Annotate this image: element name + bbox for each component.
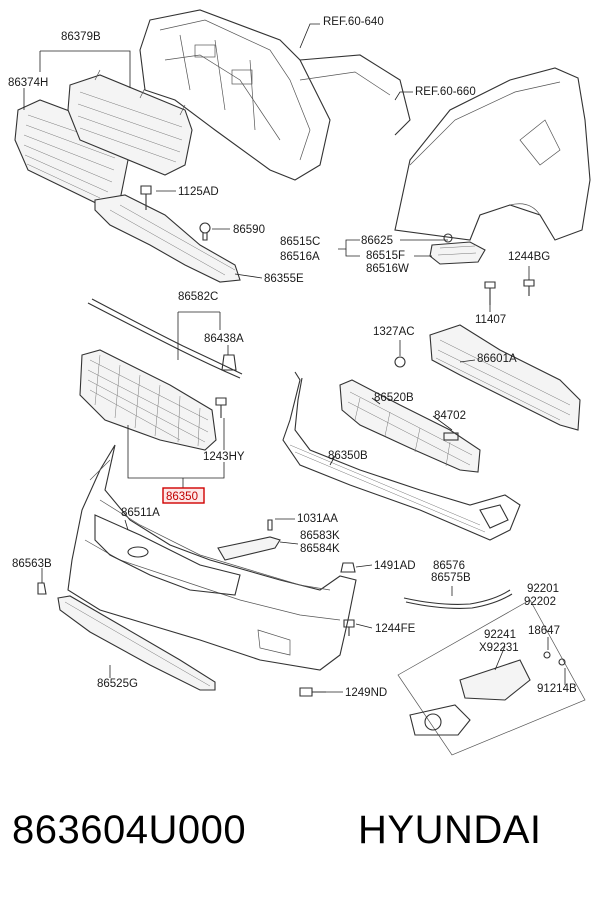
clip-86438a-drawing [221, 354, 237, 371]
radiator-support-drawing [139, 9, 411, 181]
part-label-86583k[interactable]: 86583K [300, 530, 340, 542]
brand-text: HYUNDAI [358, 808, 542, 852]
bolt-1244bg-drawing [523, 279, 535, 296]
part-label-86601a[interactable]: 86601A [477, 353, 517, 365]
highlight-box-86350 [162, 487, 205, 504]
bracket-86583k-drawing [217, 519, 281, 561]
back-beam-86601a-drawing [394, 324, 581, 431]
under-cover-86525g-drawing [57, 595, 216, 691]
fender-drawing [394, 67, 591, 241]
part-label-86584k[interactable]: 86584K [300, 543, 340, 555]
part-label-1031aa[interactable]: 1031AA [297, 513, 338, 525]
bumper-cover-86511a-drawing [67, 444, 357, 671]
part-label-86350b[interactable]: 86350B [328, 450, 368, 462]
part-label-92201[interactable]: 92201 [527, 583, 559, 595]
part-number-text: 863604U000 [12, 808, 247, 852]
part-label-86516w[interactable]: 86516W [366, 263, 409, 275]
fog-lamp-box-drawing [397, 599, 586, 756]
ref-label-60-640[interactable]: REF.60-640 [323, 16, 384, 28]
leader-lines [23, 23, 566, 693]
footer-caption: 863604U000 HYUNDAI [0, 790, 600, 880]
part-label-1249nd[interactable]: 1249ND [345, 687, 387, 699]
bolt-11407-drawing [484, 281, 496, 305]
bolt-1249nd-drawing [299, 687, 326, 697]
part-label-86515c[interactable]: 86515C [280, 236, 320, 248]
part-label-86525g[interactable]: 86525G [97, 678, 138, 690]
absorber-86520b-drawing [339, 379, 481, 473]
part-label-86438a[interactable]: 86438A [204, 333, 244, 345]
part-label-86625[interactable]: 86625 [361, 235, 393, 247]
part-label-91214b[interactable]: 91214B [537, 683, 577, 695]
cap-86563b-drawing [37, 582, 47, 595]
parts-diagram: REF.60-640 REF.60-660 86379B 86374H 1125… [8, 9, 591, 756]
part-label-1327ac[interactable]: 1327AC [373, 326, 415, 338]
part-label-86516a[interactable]: 86516A [280, 251, 320, 263]
part-label-1243hy[interactable]: 1243HY [203, 451, 245, 463]
part-label-11407[interactable]: 11407 [475, 314, 506, 326]
part-label-92202[interactable]: 92202 [524, 596, 556, 608]
part-label-1244fe[interactable]: 1244FE [375, 623, 416, 635]
part-label-1125ad[interactable]: 1125AD [178, 186, 219, 198]
part-label-1244bg[interactable]: 1244BG [508, 251, 550, 263]
bolt-1244fe-drawing [343, 619, 355, 636]
nut-1491ad-drawing [340, 562, 356, 573]
part-label-86582c[interactable]: 86582C [178, 291, 218, 303]
clip-86590-drawing [199, 222, 211, 241]
part-label-86355e[interactable]: 86355E [264, 273, 304, 285]
ref-label-60-660[interactable]: REF.60-660 [415, 86, 476, 98]
part-label-1491ad[interactable]: 1491AD [374, 560, 416, 572]
part-label-86350-highlighted[interactable]: 86350 [166, 491, 198, 503]
part-labels: REF.60-640 REF.60-660 86379B 86374H 1125… [8, 16, 577, 699]
bracket-86515-drawing [429, 233, 486, 265]
part-label-86563b[interactable]: 86563B [12, 558, 52, 570]
screw-1243hy-drawing [215, 397, 227, 418]
part-label-86575b[interactable]: 86575B [431, 572, 471, 584]
part-label-x92231[interactable]: X92231 [479, 642, 519, 654]
lower-cover-86350b-drawing [282, 371, 521, 541]
part-label-86515f[interactable]: 86515F [366, 250, 405, 262]
part-label-86379b[interactable]: 86379B [61, 31, 101, 43]
part-label-84702[interactable]: 84702 [434, 410, 466, 422]
part-label-92241[interactable]: 92241 [484, 629, 516, 641]
grille-support-bracket-drawing [94, 194, 241, 283]
part-label-86374h[interactable]: 86374H [8, 77, 48, 89]
upper-grille-drawing [14, 69, 193, 206]
bolt-1125ad-drawing [140, 185, 152, 210]
part-label-86576[interactable]: 86576 [433, 560, 465, 572]
part-label-86511a[interactable]: 86511A [121, 507, 160, 519]
exploded-view-svg: REF.60-640 REF.60-660 86379B 86374H 1125… [8, 9, 591, 756]
chrome-strip-86576-drawing [403, 589, 513, 609]
part-label-86590[interactable]: 86590 [233, 224, 265, 236]
part-label-18647[interactable]: 18647 [528, 625, 560, 637]
radiator-grille-86350-drawing [79, 349, 217, 451]
part-label-86520b[interactable]: 86520B [374, 392, 414, 404]
